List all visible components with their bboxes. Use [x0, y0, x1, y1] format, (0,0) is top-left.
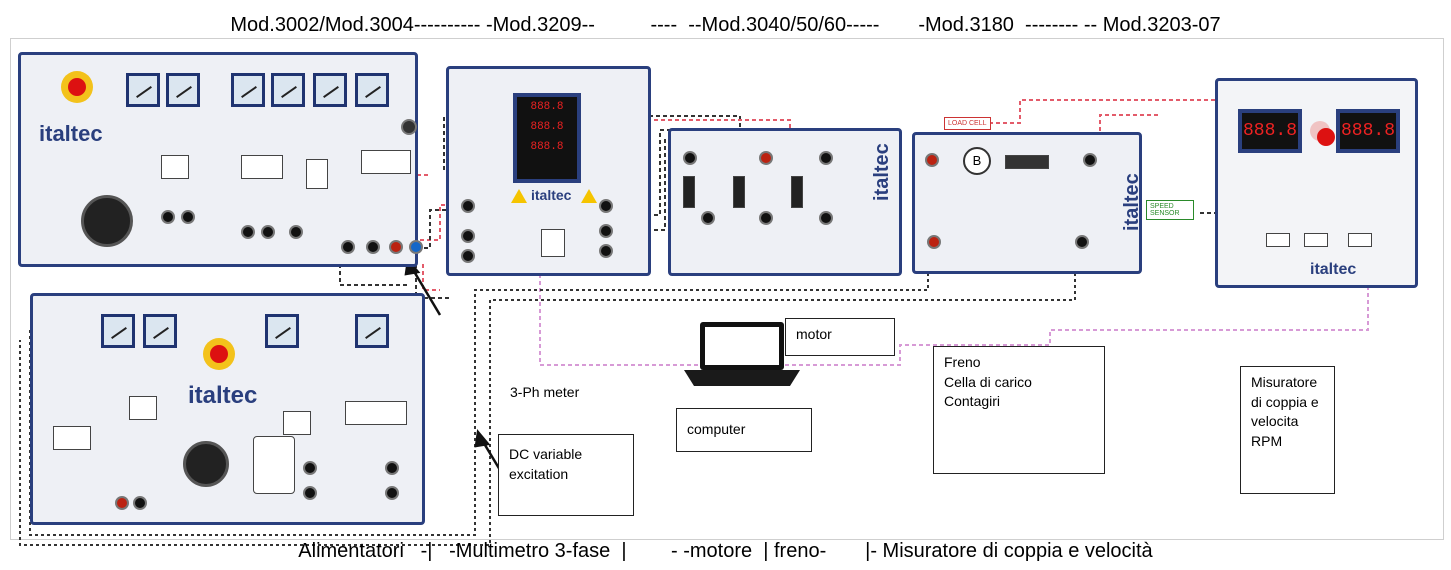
load-cell-tag: LOAD CELL	[944, 117, 991, 130]
switch-icon[interactable]	[306, 159, 328, 189]
terminal-icon[interactable]	[133, 496, 147, 510]
indicator-icon	[1310, 121, 1335, 146]
terminal-icon[interactable]	[366, 240, 380, 254]
diagram-frame	[10, 38, 1444, 540]
resistor-icon	[1005, 155, 1049, 169]
dc-excitation-label: DC variable excitation	[498, 434, 634, 516]
dc-supply-panel: italtec	[30, 293, 425, 525]
torque-display: 888.8	[1336, 109, 1400, 153]
meter-icon	[101, 314, 135, 348]
terminal-icon[interactable]	[341, 240, 355, 254]
breaker-icon[interactable]	[129, 396, 157, 420]
torque-description: Misuratore di coppia e velocita RPM	[1240, 366, 1335, 494]
socket-icon	[253, 436, 295, 494]
brand-logo: italtec	[188, 382, 258, 409]
indicator-icon	[401, 119, 417, 135]
excitation-knob[interactable]	[183, 441, 229, 487]
brand-logo: italtec	[1310, 261, 1357, 278]
multimeter-panel: 888.8 888.8 888.8 italtec	[446, 66, 651, 276]
terminal-icon[interactable]	[599, 244, 613, 258]
winding-icon	[683, 176, 695, 208]
terminal-icon[interactable]	[1075, 235, 1089, 249]
port-icon	[1348, 233, 1372, 247]
speed-sensor-tag: SPEED SENSOR	[1146, 200, 1194, 220]
terminal-icon[interactable]	[461, 249, 475, 263]
terminal-icon[interactable]	[409, 240, 423, 254]
motor-panel: italtec	[668, 128, 902, 276]
multimeter-display: 888.8 888.8 888.8	[513, 93, 581, 183]
torque-meter-panel: 888.8 888.8 italtec	[1215, 78, 1418, 288]
meter-icon	[143, 314, 177, 348]
emergency-stop-icon	[203, 338, 235, 370]
brand-logo: italtec	[1121, 173, 1143, 231]
terminal-icon[interactable]	[1083, 153, 1097, 167]
voltage-knob[interactable]	[81, 195, 133, 247]
breaker-icon[interactable]	[241, 155, 283, 179]
terminal-icon[interactable]	[683, 151, 697, 165]
laptop-base-icon	[684, 370, 800, 386]
meter-icon	[126, 73, 160, 107]
meter-icon	[355, 314, 389, 348]
breaker-icon[interactable]	[345, 401, 407, 425]
terminal-icon[interactable]	[819, 211, 833, 225]
terminal-icon[interactable]	[389, 240, 403, 254]
brake-symbol: B	[963, 147, 991, 175]
terminal-icon[interactable]	[599, 224, 613, 238]
terminal-icon[interactable]	[261, 225, 275, 239]
brand-logo: italtec	[871, 143, 893, 201]
meter-icon	[313, 73, 347, 107]
terminal-icon[interactable]	[759, 211, 773, 225]
breaker-icon[interactable]	[361, 150, 411, 174]
brand-logo: italtec	[39, 121, 103, 146]
meter-icon	[231, 73, 265, 107]
emergency-stop-icon	[61, 71, 93, 103]
terminal-icon[interactable]	[115, 496, 129, 510]
warning-icon	[581, 189, 597, 203]
breaker-icon[interactable]	[53, 426, 91, 450]
meter-icon	[271, 73, 305, 107]
terminal-icon[interactable]	[759, 151, 773, 165]
terminal-icon[interactable]	[303, 486, 317, 500]
meter-label: 3-Ph meter	[510, 384, 580, 400]
laptop-icon	[700, 322, 784, 370]
terminal-icon[interactable]	[385, 486, 399, 500]
terminal-icon[interactable]	[927, 235, 941, 249]
warning-icon	[511, 189, 527, 203]
port-icon	[1266, 233, 1290, 247]
brake-panel: B italtec	[912, 132, 1143, 274]
motor-label: motor	[785, 318, 895, 356]
winding-icon	[733, 176, 745, 208]
terminal-icon[interactable]	[303, 461, 317, 475]
meter-icon	[355, 73, 389, 107]
breaker-icon[interactable]	[161, 155, 189, 179]
header-title: Mod.3002/Mod.3004---------- -Mod.3209-- …	[230, 14, 1221, 36]
computer-label: computer	[676, 408, 812, 452]
meter-icon	[265, 314, 299, 348]
terminal-icon[interactable]	[181, 210, 195, 224]
terminal-icon[interactable]	[241, 225, 255, 239]
footer-caption: Alimentatori -| -Multimetro 3-fase | - -…	[298, 540, 1153, 562]
terminal-icon[interactable]	[161, 210, 175, 224]
power-supply-panel: italtec	[18, 52, 423, 267]
brand-logo: italtec	[531, 187, 572, 203]
terminal-icon[interactable]	[289, 225, 303, 239]
terminal-icon[interactable]	[701, 211, 715, 225]
terminal-icon[interactable]	[819, 151, 833, 165]
winding-icon	[791, 176, 803, 208]
terminal-icon[interactable]	[599, 199, 613, 213]
port-icon	[1304, 233, 1328, 247]
terminal-icon[interactable]	[925, 153, 939, 167]
brake-description: Freno Cella di carico Contagiri	[933, 346, 1105, 474]
terminal-icon[interactable]	[385, 461, 399, 475]
terminal-icon[interactable]	[461, 229, 475, 243]
terminal-icon[interactable]	[461, 199, 475, 213]
port-icon	[541, 229, 565, 257]
breaker-icon[interactable]	[283, 411, 311, 435]
speed-display: 888.8	[1238, 109, 1302, 153]
meter-icon	[166, 73, 200, 107]
